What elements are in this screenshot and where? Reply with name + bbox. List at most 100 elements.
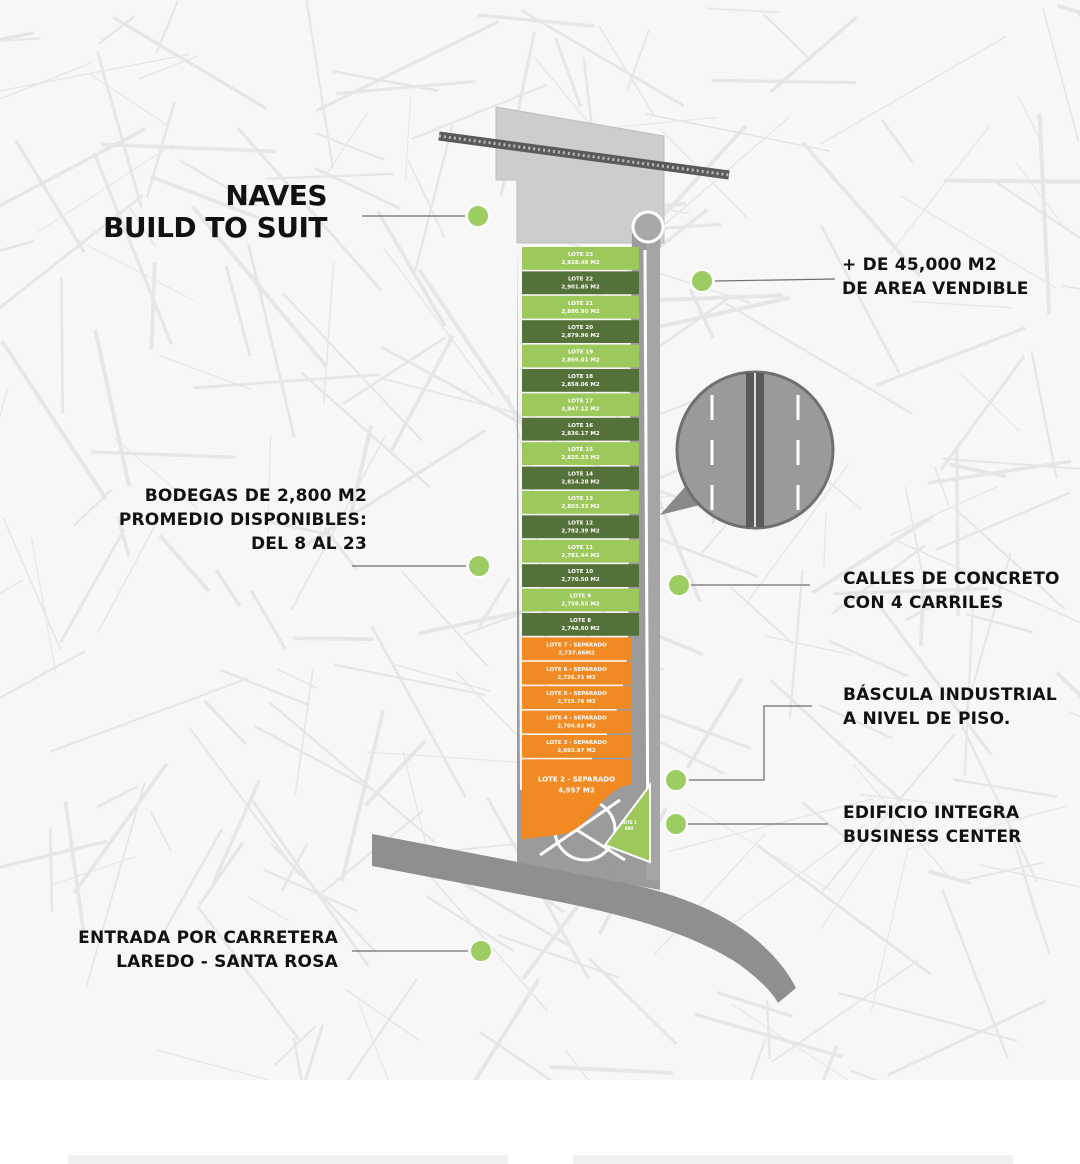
callout-bodegas-line2: PROMEDIO DISPONIBLES:: [118, 510, 367, 530]
callout-area-line2: DE AREA VENDIBLE: [842, 279, 1029, 299]
lot-name: LOTE 9: [570, 594, 591, 600]
lot-area: 2,781.44 M2: [561, 553, 600, 559]
callout-area: + DE 45,000 M2 DE AREA VENDIBLE: [842, 253, 1029, 301]
lot-13[interactable]: [522, 491, 639, 514]
lot-area: 2,737.66M2: [558, 650, 595, 656]
lot-name: LOTE 22: [568, 276, 593, 282]
lot-8[interactable]: [522, 613, 639, 636]
lot-5[interactable]: [522, 686, 631, 709]
callout-edificio-line2: BUSINESS CENTER: [843, 827, 1022, 847]
lot-17[interactable]: [522, 393, 639, 417]
lot-6[interactable]: [522, 661, 631, 685]
lot-area: 2,693.87 M2: [557, 748, 596, 754]
lot-area: 2,836.17 M2: [561, 431, 600, 437]
lot-name: LOTE 3 - SEPARADO: [546, 740, 607, 746]
lot-name: LOTE 21: [568, 301, 593, 307]
callout-bodegas: BODEGAS DE 2,800 M2 PROMEDIO DISPONIBLES…: [119, 484, 367, 556]
lote-1[interactable]: [603, 782, 651, 864]
lot-2[interactable]: [522, 759, 631, 840]
lot-name: LOTE 12: [568, 520, 593, 526]
lot-name: LOTE 7 - SEPARADO: [546, 642, 607, 648]
lot-name: LOTE 10: [568, 569, 593, 575]
lot-area: 2,803.33 M2: [561, 504, 600, 510]
callout-bodegas-line3: DEL 8 AL 23: [251, 534, 367, 554]
callout-entrada: ENTRADA POR CARRETERA LAREDO - SANTA ROS…: [78, 926, 338, 974]
lot-name: LOTE 13: [568, 496, 593, 502]
lot-area: 2,814.28 M2: [561, 480, 600, 486]
lot-area: 2,825.23 M2: [561, 455, 600, 461]
marker-naves: [466, 204, 490, 228]
lot-name: LOTE 14: [568, 472, 593, 478]
lot-22[interactable]: [522, 271, 639, 295]
lot-area: 2,726.71 M2: [557, 675, 596, 681]
lot-area: 2,890.90 M2: [561, 309, 600, 315]
carretera-laredo-santa-rosa: [372, 834, 796, 1003]
cul-de-sac: [631, 210, 665, 244]
callout-edificio-line1: EDIFICIO INTEGRA: [843, 803, 1020, 823]
lot-10[interactable]: [522, 564, 639, 587]
lot-3[interactable]: [522, 735, 631, 758]
callout-lines: [352, 215, 836, 952]
lot-name: LOTE 20: [568, 325, 593, 331]
lot-name: LOTE 15: [568, 447, 593, 453]
lot-area: 2,847.12 M2: [561, 406, 600, 412]
lot-20[interactable]: [522, 320, 639, 343]
lot-name: LOTE 16: [568, 423, 593, 429]
lot-name: LOTE 23: [568, 252, 593, 258]
lot-7[interactable]: [522, 637, 631, 661]
lot-area: 2,879.96 M2: [561, 333, 600, 339]
callout-naves-line2: BUILD TO SUIT: [103, 211, 327, 244]
marker-bodegas: [467, 554, 491, 578]
callout-bodegas-line1: BODEGAS DE 2,800 M2: [144, 486, 367, 506]
lot-area: 2,715.76 M2: [557, 699, 596, 705]
lote-1-area: 980: [625, 826, 634, 831]
callout-calles: CALLES DE CONCRETO CON 4 CARRILES: [843, 567, 1060, 615]
railroad: [438, 131, 730, 180]
lot-area: 2,748.60 M2: [561, 626, 600, 632]
lot-11[interactable]: [522, 539, 639, 563]
lot-name: LOTE 19: [568, 350, 593, 356]
marker-bascula: [664, 768, 688, 792]
lot-16[interactable]: [522, 417, 639, 441]
road-detail-magnifier: [660, 370, 835, 530]
callout-entrada-line1: ENTRADA POR CARRETERA: [78, 928, 338, 948]
lot-9[interactable]: [522, 588, 639, 612]
lot-area: 4,957 M2: [558, 786, 595, 794]
lot-area: 2,759.55 M2: [561, 602, 600, 608]
lot-19[interactable]: [522, 344, 639, 368]
lot-area: 2,901.85 M2: [561, 284, 600, 290]
marker-calles: [667, 573, 691, 597]
lot-name: LOTE 17: [568, 398, 593, 404]
lot-4[interactable]: [522, 710, 631, 734]
lot-name: LOTE 8: [570, 618, 591, 624]
marker-edificio: [664, 812, 688, 836]
lot-name: LOTE 6 - SEPARADO: [546, 667, 607, 673]
lot-21[interactable]: [522, 295, 639, 319]
callout-markers: [466, 204, 714, 963]
callout-calles-line1: CALLES DE CONCRETO: [843, 569, 1060, 589]
callout-bascula-line2: A NIVEL DE PISO.: [843, 709, 1011, 729]
lot-area: 2,858.06 M2: [561, 382, 600, 388]
footer-divider-left: [68, 1155, 508, 1164]
lot-area: 2,704.82 M2: [557, 724, 596, 730]
lot-14[interactable]: [522, 466, 639, 490]
lot-area: 2,792.39 M2: [561, 528, 600, 534]
marker-entrada: [469, 939, 493, 963]
marker-area: [690, 269, 714, 293]
lot-name: LOTE 18: [568, 374, 593, 380]
lot-18[interactable]: [522, 369, 639, 392]
lot-23[interactable]: [522, 247, 639, 270]
callout-naves: NAVES BUILD TO SUIT: [103, 180, 327, 244]
callout-edificio: EDIFICIO INTEGRA BUSINESS CENTER: [843, 801, 1021, 849]
lot-12[interactable]: [522, 515, 639, 539]
lot-area: 2,770.50 M2: [561, 577, 600, 583]
lot-name: LOTE 5 - SEPARADO: [546, 691, 607, 697]
lote-1-label: LOTE 1: [621, 820, 637, 825]
callout-bascula: BÁSCULA INDUSTRIAL A NIVEL DE PISO.: [843, 683, 1057, 731]
lot-area: 2,869.01 M2: [561, 358, 600, 364]
footer-divider-right: [573, 1155, 1013, 1164]
lot-15[interactable]: [522, 442, 639, 465]
callout-bascula-line1: BÁSCULA INDUSTRIAL: [843, 685, 1057, 705]
